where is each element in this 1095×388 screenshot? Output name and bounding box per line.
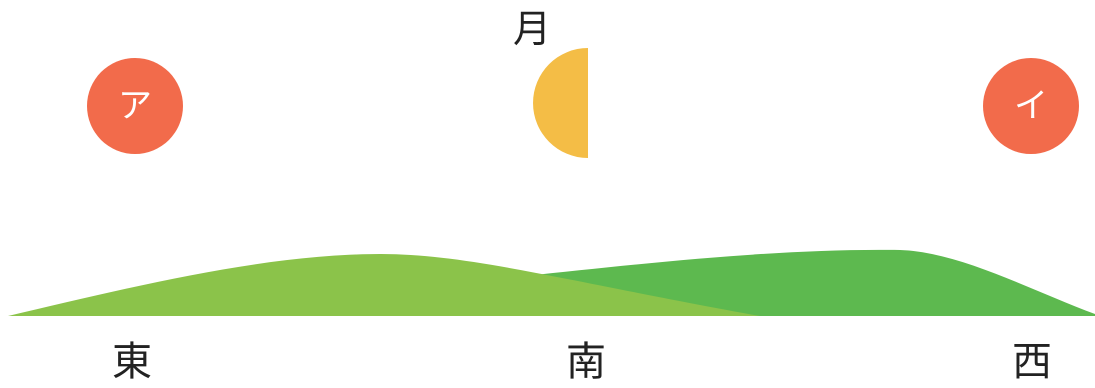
half-moon: [533, 48, 588, 158]
object-i: イ: [983, 58, 1079, 154]
hill-front: [8, 254, 760, 316]
object-a-label: ア: [118, 86, 152, 126]
object-a: ア: [87, 58, 183, 154]
half-moon-shape: [533, 48, 588, 158]
direction-south: 南: [566, 339, 606, 385]
object-i-label: イ: [1014, 86, 1048, 126]
hills: [8, 249, 1095, 316]
direction-east: 東: [112, 339, 152, 385]
direction-west: 西: [1012, 339, 1052, 385]
moon-label: 月: [513, 7, 552, 51]
